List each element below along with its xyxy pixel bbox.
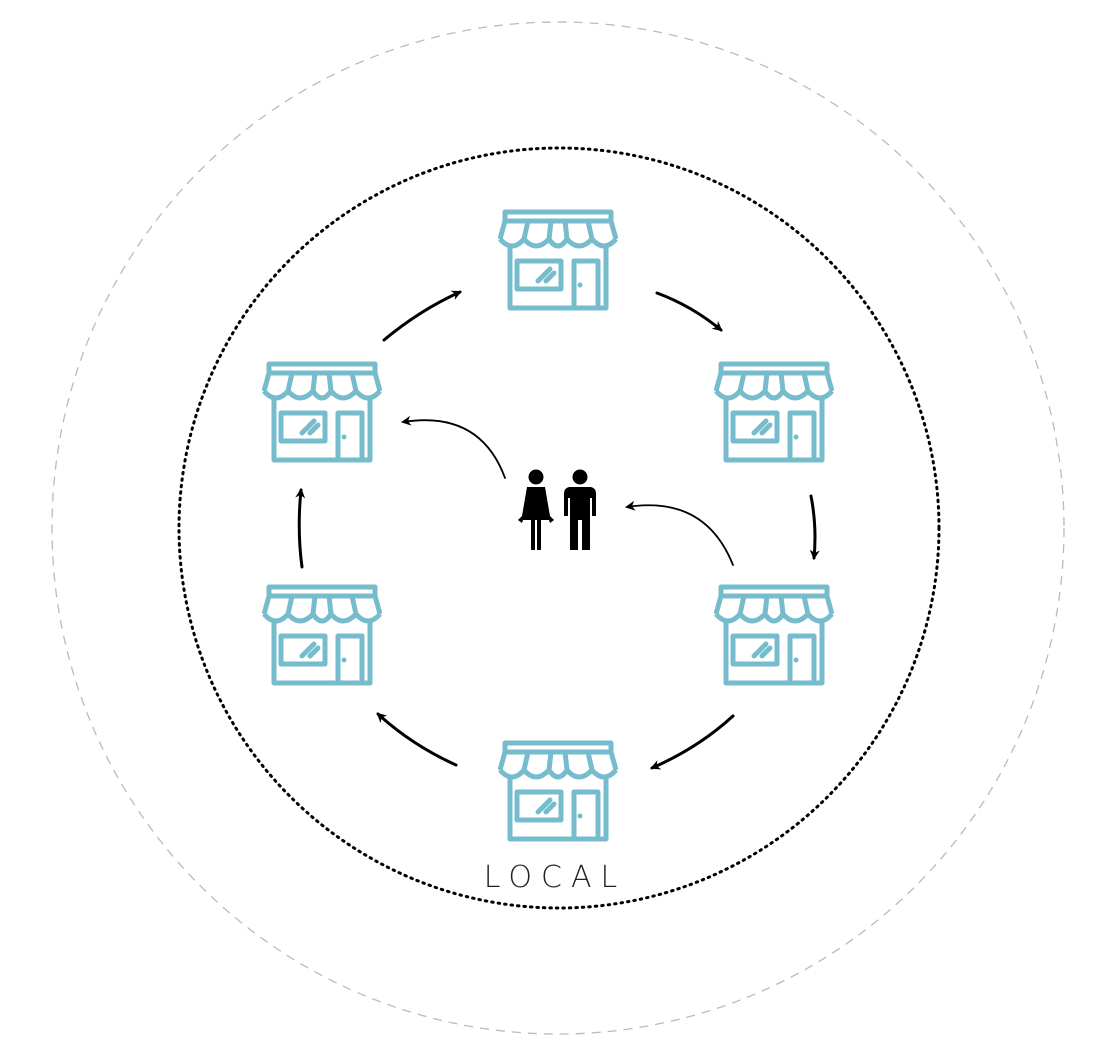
- store-icon-bottom-left: [264, 587, 380, 683]
- store-icon-bottom-right: [716, 587, 832, 683]
- store-icon-top-left: [264, 364, 380, 460]
- store-icon-bottom: [500, 743, 616, 839]
- flow-arrow: [382, 290, 462, 342]
- flow-arrow: [655, 291, 723, 332]
- flow-arrow: [809, 494, 820, 560]
- outer-region-ring: [51, 21, 1065, 1035]
- spend-arrow: [401, 415, 506, 479]
- income-arrow: [625, 500, 734, 566]
- local-label: LOCAL: [483, 860, 627, 895]
- store-icon-top-right: [716, 364, 832, 460]
- people-icon: [518, 469, 596, 550]
- flow-arrow: [376, 712, 458, 767]
- local-region-ring: [177, 146, 941, 910]
- flow-arrow: [650, 714, 735, 770]
- flow-arrow: [295, 488, 306, 569]
- store-icon-top: [500, 212, 616, 308]
